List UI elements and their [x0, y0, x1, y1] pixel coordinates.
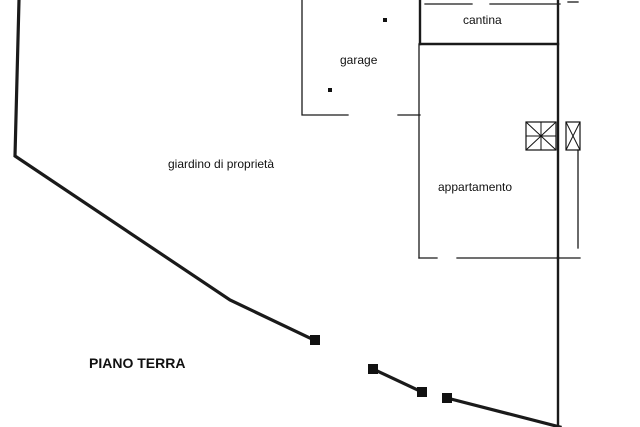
fence-post — [417, 387, 427, 397]
garage-opening-mark — [328, 88, 332, 92]
room-label-garden: giardino di proprietà — [168, 157, 274, 171]
fence-segment — [445, 396, 562, 427]
garage-opening-mark — [383, 18, 387, 22]
fence-post — [442, 393, 452, 403]
window-icon — [525, 121, 557, 151]
fence-post — [310, 335, 320, 345]
fence-post — [368, 364, 378, 374]
level-title: PIANO TERRA — [89, 355, 185, 371]
garage-wall — [301, 0, 349, 116]
fence-segment — [370, 366, 425, 395]
room-label-garage: garage — [340, 53, 378, 67]
room-label-apartment: appartamento — [438, 180, 512, 194]
room-label-cantina: cantina — [463, 13, 502, 27]
garden-boundary-wall — [13, 0, 317, 343]
window-icon — [565, 121, 581, 151]
